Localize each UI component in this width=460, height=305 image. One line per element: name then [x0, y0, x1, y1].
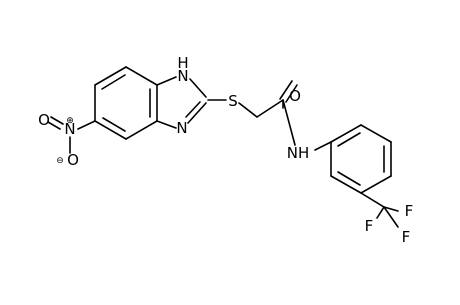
double-bond-inner: [337, 132, 361, 147]
nitro-oxygen-bottom: O: [67, 151, 79, 169]
bond: [383, 206, 399, 212]
fluorine-right: F: [405, 202, 414, 220]
bond: [77, 120, 96, 130]
bond: [256, 99, 284, 118]
nitro-group: O N ⊕ O ⊖: [38, 111, 96, 169]
positive-charge: ⊕: [66, 116, 74, 126]
nitro-oxygen-top: O: [38, 111, 50, 129]
bond: [238, 102, 258, 118]
trifluoromethyl-group: F F F: [360, 192, 414, 246]
imidazole-nitrogen: N: [176, 119, 187, 137]
bond: [189, 78, 207, 98]
bond: [376, 206, 385, 219]
bond: [94, 120, 127, 140]
bond: [383, 206, 399, 228]
bond: [125, 66, 158, 86]
imidazole-nh-hydrogen: H: [177, 54, 188, 72]
double-bond-inner: [185, 101, 201, 118]
benzene-ring-left: [94, 66, 158, 140]
amide-group: O NH: [279, 80, 332, 162]
bond: [156, 120, 177, 129]
double-bond: [285, 84, 298, 103]
bond: [330, 175, 362, 194]
bond: [125, 120, 158, 140]
double-bond-inner: [101, 74, 126, 90]
bond: [360, 124, 392, 143]
double-bond: [47, 121, 61, 130]
bond: [360, 175, 392, 194]
bond: [94, 66, 127, 86]
thioether-linker: S: [207, 92, 284, 118]
bond: [187, 102, 207, 124]
imidazole-nh-nitrogen: N: [177, 67, 188, 85]
amide-nh: NH: [287, 144, 310, 162]
bond: [314, 141, 332, 151]
double-bond-inner: [102, 117, 126, 132]
bond: [282, 99, 296, 146]
fluorine-left: F: [365, 217, 374, 235]
bond: [156, 76, 177, 86]
double-bond: [50, 116, 64, 125]
imidazole-ring: [156, 76, 207, 129]
sulfur-atom: S: [228, 92, 238, 110]
negative-charge: ⊖: [56, 156, 64, 166]
bond: [360, 192, 385, 208]
bond: [330, 124, 362, 143]
double-bond-inner: [337, 171, 361, 186]
benzene-ring-right: [330, 124, 392, 194]
fluorine-bottom: F: [402, 228, 411, 246]
carbonyl-oxygen: O: [289, 87, 301, 105]
nitro-nitrogen: N: [64, 120, 75, 138]
double-bond: [279, 80, 293, 100]
